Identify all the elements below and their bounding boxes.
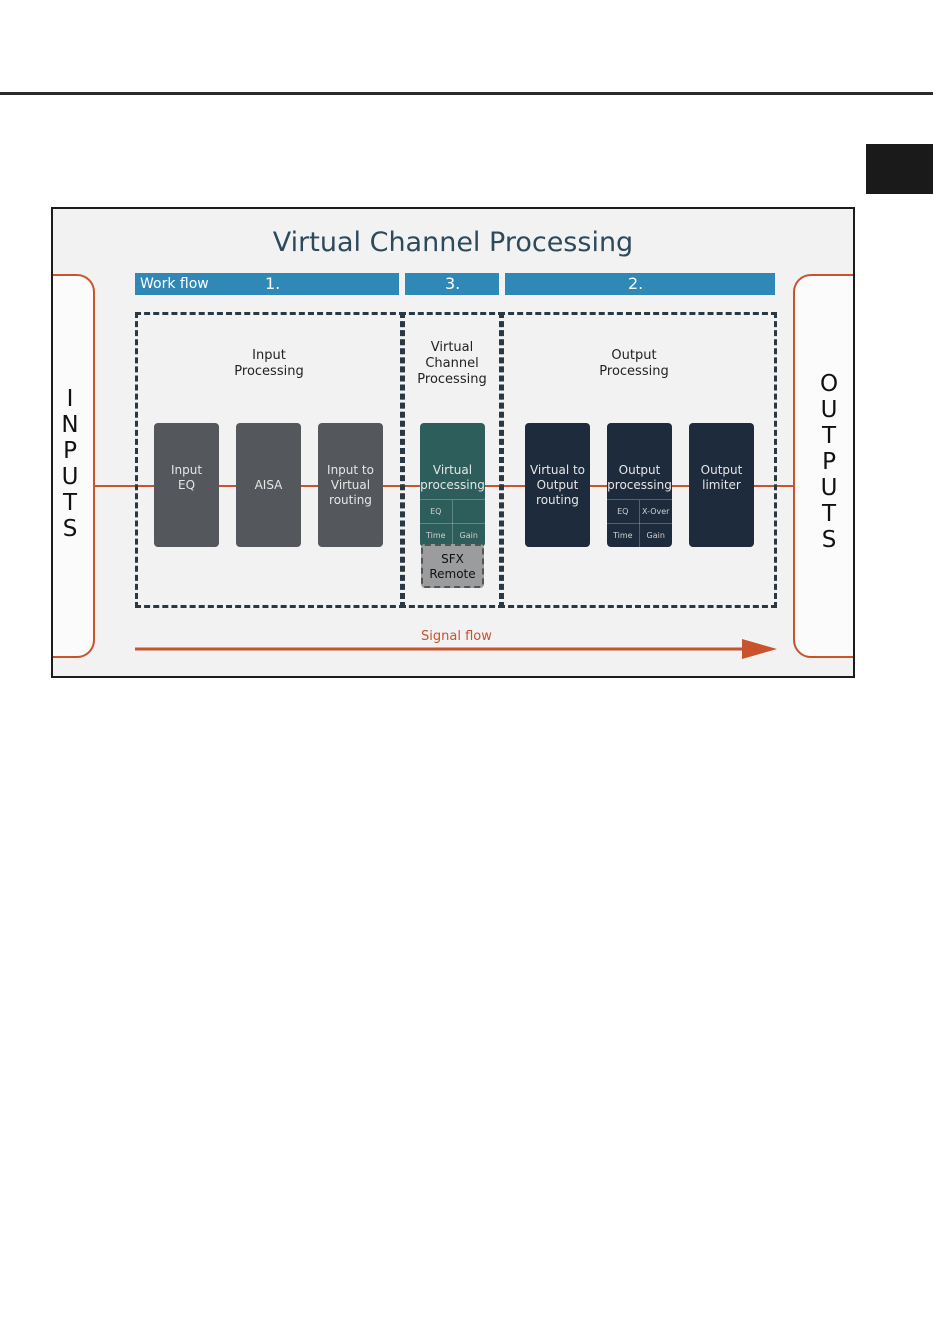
- signal-flow-arrow: [135, 639, 777, 659]
- outputs-letter: T: [821, 423, 837, 449]
- input-eq-block: Input EQ: [154, 423, 219, 547]
- inputs-letter: I: [66, 386, 74, 412]
- inputs-label: I N P U T S: [53, 386, 99, 542]
- block-label-line: Output: [536, 478, 579, 492]
- inputs-panel: I N P U T S: [53, 274, 95, 658]
- block-label: Virtual to Output routing: [525, 463, 590, 508]
- block-label-line: processing: [420, 478, 485, 492]
- output-sub-row-eq-xover: EQ X-Over: [607, 499, 672, 524]
- virtual-to-output-routing-block: Virtual to Output routing: [525, 423, 590, 547]
- block-label-line: Output: [618, 463, 661, 477]
- block-label-line: EQ: [177, 478, 196, 492]
- block-label: Output processing: [607, 463, 672, 493]
- workflow-label: Work flow: [140, 276, 209, 292]
- block-label-line: routing: [536, 493, 579, 507]
- workflow-step-3: 3.: [445, 274, 461, 293]
- outputs-letter: O: [819, 371, 839, 397]
- inputs-letter: S: [62, 516, 78, 542]
- section-label-line: Input: [252, 348, 286, 363]
- workflow-step-1: 1.: [265, 274, 281, 293]
- block-label-line: routing: [329, 493, 372, 507]
- section-label-line: Virtual: [430, 340, 474, 355]
- virtual-eq-cell: EQ: [420, 500, 453, 524]
- virtual-gain-cell: Gain: [459, 531, 478, 540]
- block-label-line: Virtual: [330, 478, 371, 492]
- block-label-line: Input to: [327, 463, 374, 477]
- virtual-processing-block: Virtual processing EQ Time Gain: [420, 423, 485, 548]
- outputs-letter: U: [820, 397, 838, 423]
- inputs-letter: P: [63, 438, 77, 464]
- input-to-virtual-routing-block: Input to Virtual routing: [318, 423, 383, 547]
- block-label: AISA: [236, 478, 301, 493]
- input-processing-box: [135, 312, 405, 608]
- block-label-line: processing: [607, 478, 672, 492]
- workflow-bar-output: 2.: [505, 273, 775, 295]
- output-processing-block: Output processing EQ X-Over Time Gain: [607, 423, 672, 548]
- block-label: Virtual processing: [420, 463, 485, 493]
- section-label-line: Processing: [599, 364, 669, 379]
- block-label-line: Input: [170, 463, 203, 477]
- workflow-step-2: 2.: [628, 274, 644, 293]
- block-label: Input to Virtual routing: [318, 463, 383, 508]
- virtual-channel-diagram: Virtual Channel Processing I N P U T S O…: [51, 207, 855, 678]
- aisa-block: AISA: [236, 423, 301, 547]
- output-gain-cell: Gain: [646, 531, 665, 540]
- section-label-line: Channel: [425, 356, 479, 371]
- workflow-bar-virtual: 3.: [405, 273, 499, 295]
- outputs-letter: P: [822, 449, 836, 475]
- inputs-letter: U: [61, 464, 79, 490]
- outputs-panel: O U T P U T S: [791, 274, 853, 658]
- outputs-letter: U: [820, 475, 838, 501]
- sfx-label-line: SFX: [441, 552, 464, 566]
- virtual-time-cell: Time: [420, 524, 453, 548]
- diagram-title: Virtual Channel Processing: [272, 227, 634, 258]
- workflow-bar-input: Work flow 1.: [135, 273, 399, 295]
- inputs-letter: N: [61, 412, 79, 438]
- block-label-line: Output: [700, 463, 743, 477]
- block-label-line: Virtual: [432, 463, 473, 477]
- virtual-processing-label: Virtual Channel Processing: [403, 340, 501, 388]
- outputs-label: O U T P U T S: [791, 371, 853, 553]
- virtual-sub-row-time-gain: Time Gain: [420, 523, 485, 548]
- output-sub-row-time-gain: Time Gain: [607, 523, 672, 548]
- output-eq-cell: EQ: [607, 500, 640, 524]
- outputs-letter: T: [821, 501, 837, 527]
- output-xover-cell: X-Over: [642, 507, 670, 516]
- virtual-processing-box: [400, 312, 504, 608]
- output-processing-box: [499, 312, 777, 608]
- section-label-line: Processing: [417, 372, 487, 387]
- signal-flow-label: Signal flow: [421, 629, 492, 644]
- header-rule: [0, 92, 933, 95]
- block-label-line: limiter: [702, 478, 741, 492]
- block-label: Output limiter: [689, 463, 754, 493]
- sfx-label-line: Remote: [429, 567, 476, 581]
- sfx-remote-block: SFX Remote: [421, 544, 484, 588]
- output-processing-label: Output Processing: [584, 348, 684, 380]
- virtual-sub-row-eq: EQ: [420, 499, 485, 524]
- input-processing-label: Input Processing: [219, 348, 319, 380]
- chapter-tab: [866, 144, 933, 194]
- inputs-letter: T: [62, 490, 78, 516]
- output-limiter-block: Output limiter: [689, 423, 754, 547]
- section-label-line: Processing: [234, 364, 304, 379]
- section-label-line: Output: [611, 348, 657, 363]
- output-time-cell: Time: [607, 524, 640, 548]
- block-label: Input EQ: [154, 463, 219, 493]
- block-label-line: Virtual to: [529, 463, 586, 477]
- outputs-letter: S: [821, 527, 837, 553]
- block-label-line: AISA: [254, 478, 283, 492]
